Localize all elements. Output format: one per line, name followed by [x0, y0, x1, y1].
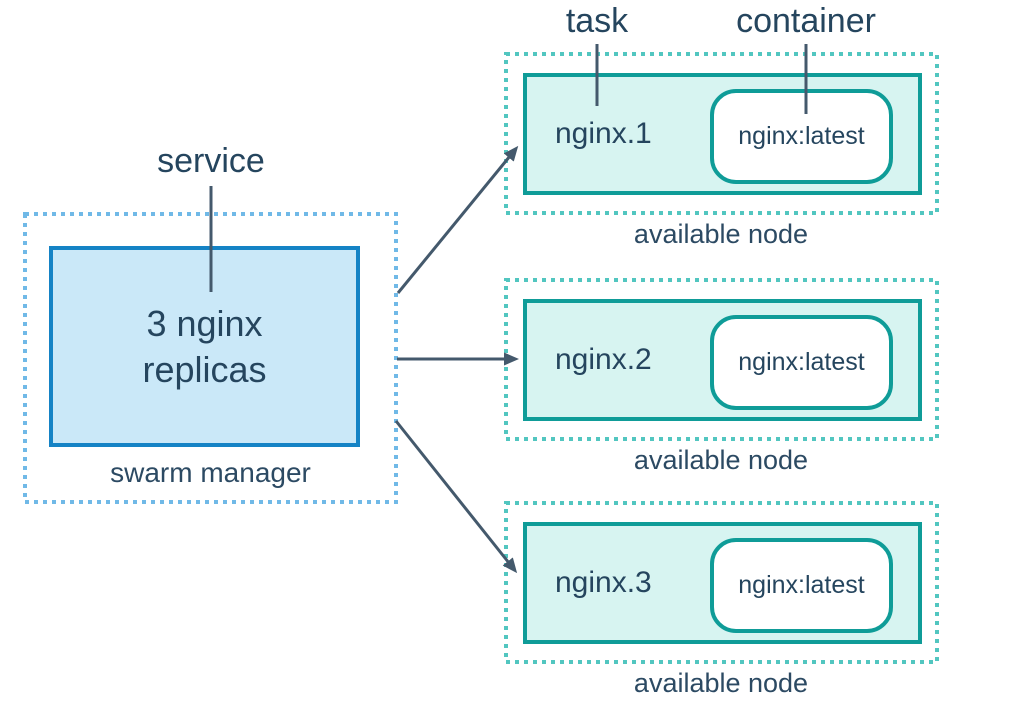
replicas-text-line2: replicas: [142, 348, 267, 390]
task-name: nginx.1: [555, 117, 652, 150]
node-2-container-box: nginx:latest: [710, 315, 893, 410]
node-3-caption: available node: [633, 668, 809, 698]
node-1-task-box: nginx.1 nginx:latest: [523, 73, 922, 195]
node-2-task-box: nginx.2 nginx:latest: [523, 299, 922, 421]
container-image-name: nginx:latest: [738, 122, 865, 150]
task-label: task: [565, 2, 629, 40]
swarm-manager-caption: swarm manager: [110, 457, 311, 488]
container-image-name: nginx:latest: [738, 348, 865, 376]
task-name: nginx.2: [555, 343, 652, 376]
service-label: service: [157, 142, 265, 180]
replicas-text-line1: 3 nginx: [146, 302, 263, 344]
arrow-manager-to-node-1: [396, 145, 519, 294]
node-1-container-box: nginx:latest: [710, 89, 893, 184]
node-1-caption: available node: [633, 219, 809, 249]
node-3-task-box: nginx.3 nginx:latest: [523, 522, 922, 644]
swarm-manager-service-box: 3 nginx replicas: [49, 246, 360, 447]
container-label: container: [736, 2, 876, 40]
task-name: nginx.3: [555, 566, 652, 599]
node-3-container-box: nginx:latest: [710, 538, 893, 633]
node-2-caption: available node: [633, 445, 809, 475]
container-image-name: nginx:latest: [738, 571, 865, 599]
arrow-manager-to-node-3: [394, 420, 518, 574]
